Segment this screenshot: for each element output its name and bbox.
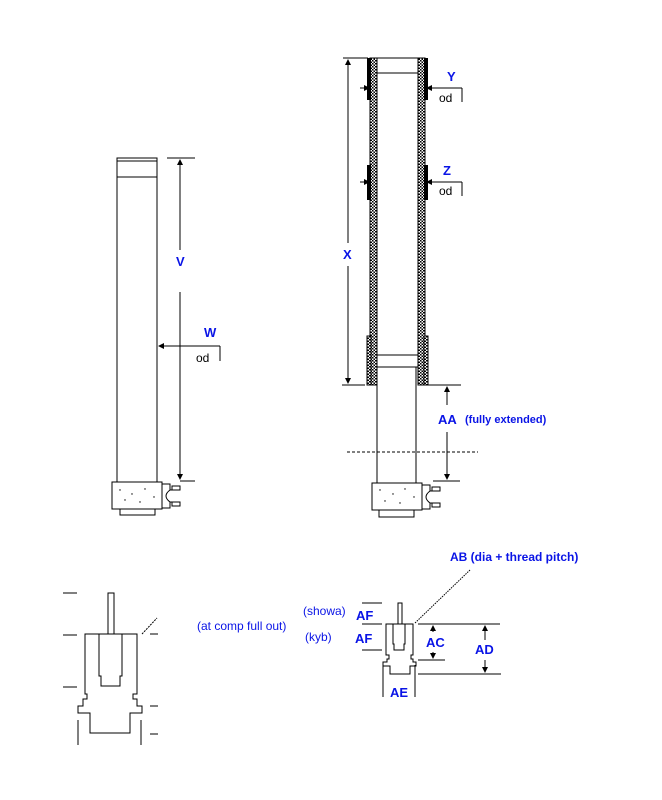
dimension-w: W od: [158, 325, 221, 365]
dimension-v: V: [167, 157, 195, 482]
cap-drawing-small: [362, 569, 501, 697]
label-x: X: [343, 247, 352, 262]
label-ae: AE: [390, 685, 408, 700]
label-y: Y: [447, 69, 456, 84]
label-ad: AD: [475, 642, 494, 657]
label-y-od: od: [439, 91, 452, 105]
outer-tube-drawing: [111, 157, 181, 516]
dimension-z: Z od: [360, 163, 463, 198]
dimension-aa: AA (fully extended): [347, 384, 547, 482]
label-ac: AC: [426, 635, 445, 650]
dimension-x: X: [342, 57, 368, 386]
label-aa: AA: [438, 412, 457, 427]
label-af-kyb: AF: [355, 631, 372, 646]
dimension-y: Y od: [360, 69, 463, 105]
label-z: Z: [443, 163, 451, 178]
label-af-showa: AF: [356, 608, 373, 623]
cap-drawing-large: [63, 592, 158, 745]
label-z-od: od: [439, 184, 452, 198]
label-v: V: [176, 254, 185, 269]
inner-tube-drawing: [366, 57, 441, 518]
label-aa-note: (fully extended): [465, 414, 547, 426]
label-comp-note: (at comp full out): [197, 619, 286, 633]
label-w: W: [204, 325, 217, 340]
label-w-od: od: [196, 351, 209, 365]
label-kyb: (kyb): [305, 630, 332, 644]
label-ab: AB (dia + thread pitch): [450, 550, 578, 564]
label-showa: (showa): [303, 604, 346, 618]
